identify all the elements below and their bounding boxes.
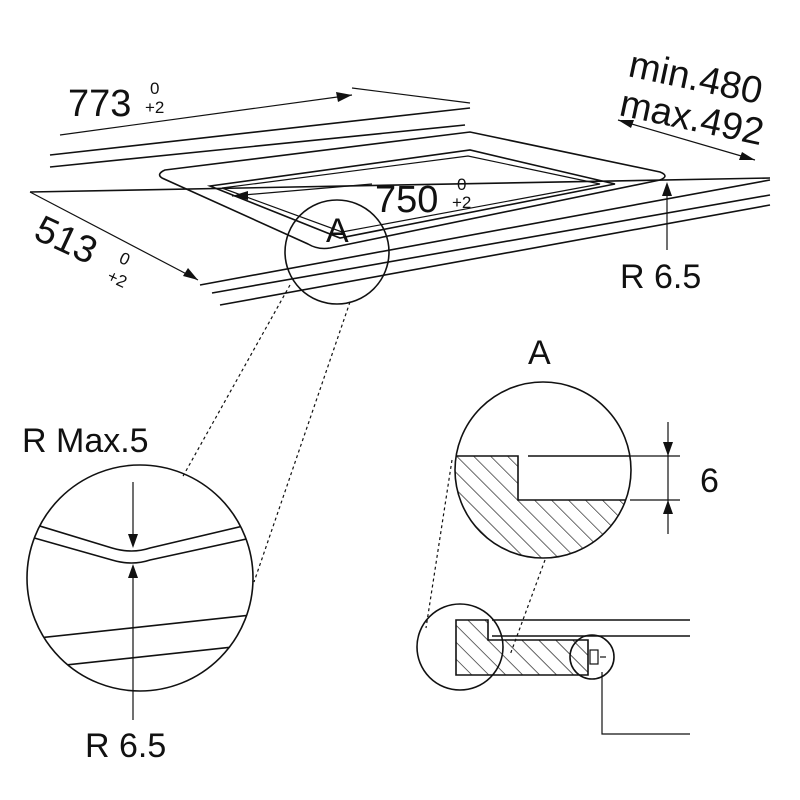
detail-a-connector-right — [509, 559, 546, 656]
label-773-tol-lower: +2 — [145, 98, 164, 117]
label-750-tol-upper: 0 — [457, 175, 466, 194]
detail-a-section — [416, 381, 690, 735]
section-seal — [589, 649, 599, 665]
label-rmax5: R Max.5 — [22, 422, 149, 460]
worktop-front-line-2 — [199, 179, 771, 286]
worktop-front-line-1 — [29, 177, 771, 193]
hob-glass-inner — [221, 155, 601, 233]
section-leader — [601, 672, 690, 735]
detail-a-hatched-frame — [455, 455, 631, 558]
detail-connector-left — [181, 284, 291, 479]
label-750-tol-lower: +2 — [452, 193, 471, 212]
corner-radius-detail — [26, 464, 254, 720]
arrow-depth-right — [739, 152, 755, 160]
arrow-rmax5 — [128, 534, 138, 548]
hob-glass-panel — [206, 149, 616, 239]
label-detail-marker: A — [326, 212, 349, 250]
detail-circle — [26, 464, 254, 692]
dim-line-513 — [29, 191, 199, 281]
arrow-dim6-bottom — [663, 500, 673, 514]
label-513-tol-lower: +2 — [104, 266, 130, 291]
detail-frame-top — [27, 519, 253, 552]
arrow-750 — [232, 191, 248, 200]
arrow-r65-bottom — [128, 564, 138, 578]
worktop-back-line-2 — [49, 124, 466, 168]
extension-line-773 — [351, 87, 471, 104]
label-513-tol-upper: 0 — [116, 248, 133, 269]
label-detail-title: A — [528, 334, 551, 372]
arrow-773 — [336, 92, 352, 102]
label-r65-bottom: R 6.5 — [85, 727, 166, 765]
detail-worktop-line-1 — [27, 613, 253, 641]
dim-line-depth — [617, 119, 756, 161]
hob-top-view — [29, 87, 771, 306]
detail-a-marker-circle — [284, 199, 390, 305]
arrow-r65-top — [662, 182, 672, 196]
label-773-tol-upper: 0 — [150, 79, 159, 98]
worktop-front-line-4 — [219, 204, 771, 306]
detail-frame-bottom — [27, 533, 253, 564]
dim-line-750 — [231, 183, 373, 197]
hob-frame-outer — [158, 131, 666, 250]
dim-line-773 — [59, 94, 353, 136]
label-513: 513 — [28, 208, 103, 273]
section-seal-circle — [569, 634, 615, 680]
detail-connector-right — [253, 301, 351, 583]
worktop-front-line-3 — [211, 194, 771, 294]
detail-worktop-line-2 — [27, 643, 253, 671]
arrow-depth-left — [618, 120, 634, 128]
arrow-513 — [183, 268, 198, 280]
label-773: 773 — [68, 83, 131, 125]
detail-a-connector-left — [425, 459, 453, 629]
arrow-dim6-top — [663, 442, 673, 456]
label-frame-height: 6 — [700, 462, 719, 500]
section-hatched-frame — [455, 619, 589, 676]
worktop-back-line-1 — [49, 107, 471, 156]
label-750: 750 — [375, 179, 438, 221]
label-r65-top: R 6.5 — [620, 258, 701, 296]
